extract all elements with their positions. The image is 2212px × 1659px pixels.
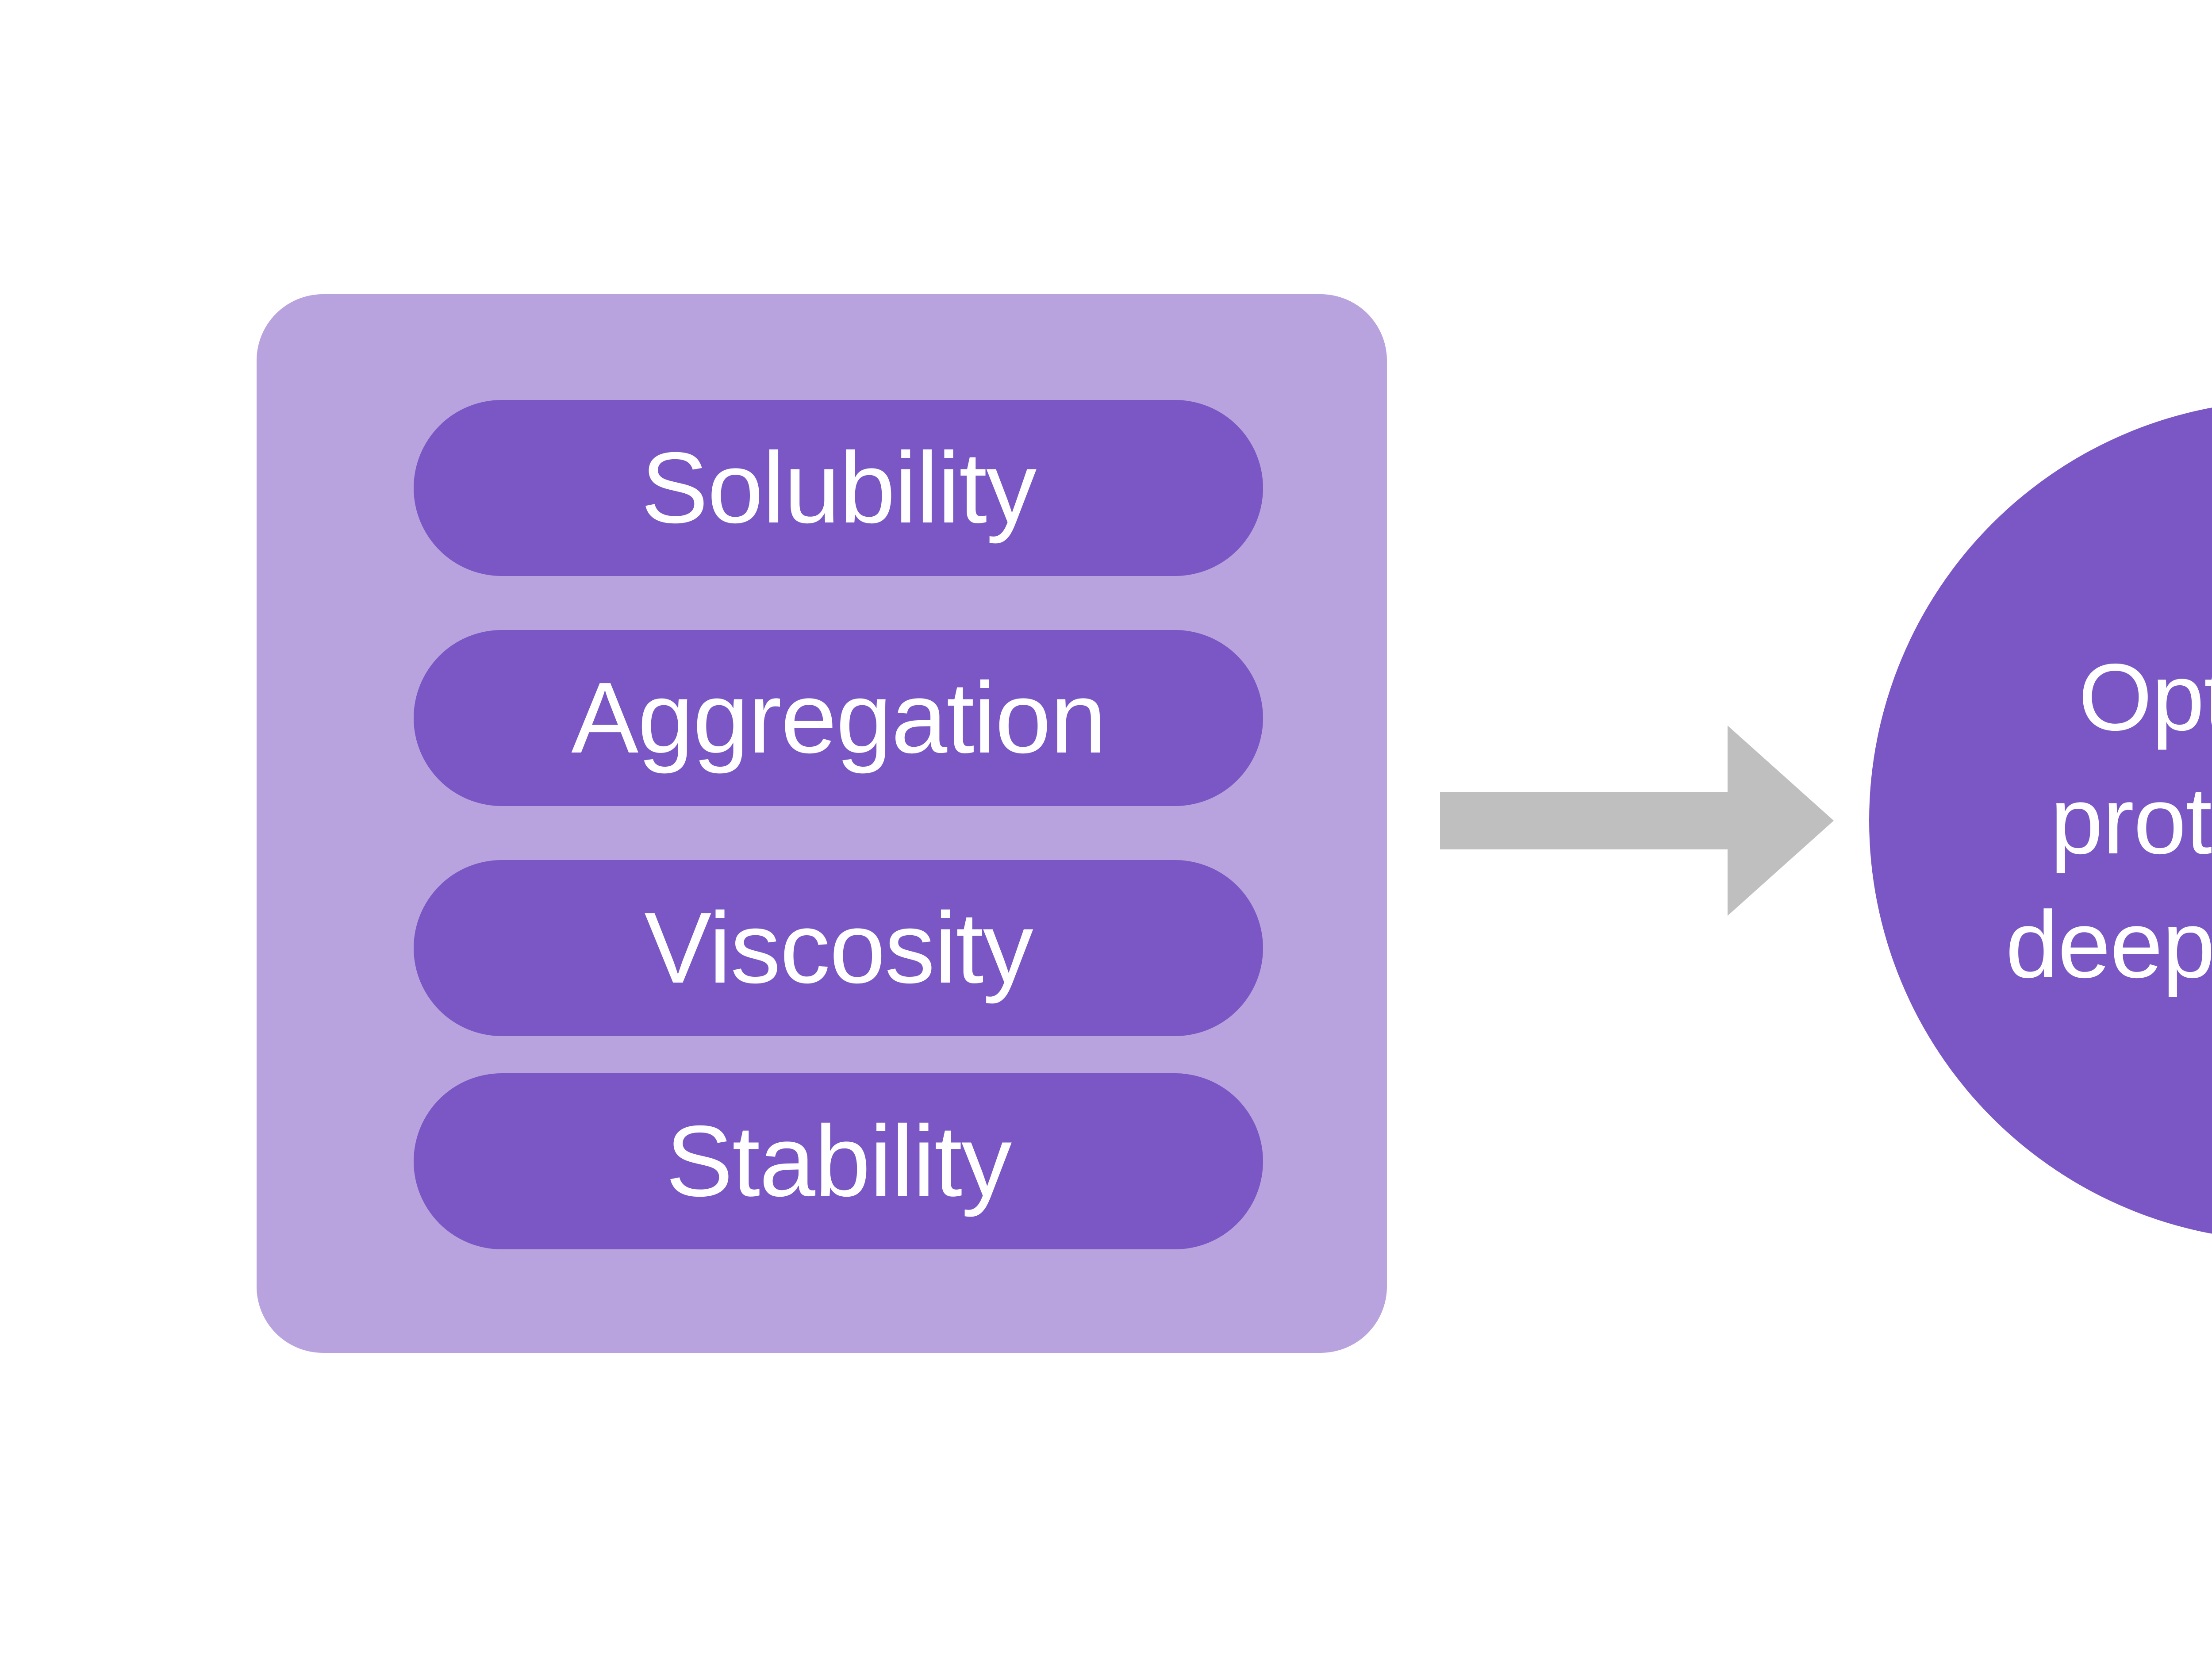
property-pill-label: Aggregation <box>571 662 1106 774</box>
property-pill-stability[interactable]: Stability <box>414 1073 1263 1249</box>
property-pill-label: Stability <box>665 1105 1012 1217</box>
property-pill-solubility[interactable]: Solubility <box>414 400 1263 576</box>
property-pill-label: Solubility <box>641 432 1037 544</box>
outcome-text-line-3: deep learning <box>2005 891 2212 998</box>
outcome-text-line-1: Optimized <box>2078 643 2212 750</box>
arrow-right-icon <box>1440 710 1834 931</box>
property-pill-label: Viscosity <box>644 892 1033 1004</box>
property-pill-viscosity[interactable]: Viscosity <box>414 860 1263 1036</box>
outcome-text-line-2: protein with <box>2050 767 2212 874</box>
optimized-protein-circle[interactable]: Optimized protein with deep learning <box>1869 400 2212 1241</box>
property-pill-aggregation[interactable]: Aggregation <box>414 630 1263 806</box>
protein-properties-panel: Solubility Aggregation Viscosity Stabili… <box>257 294 1387 1353</box>
